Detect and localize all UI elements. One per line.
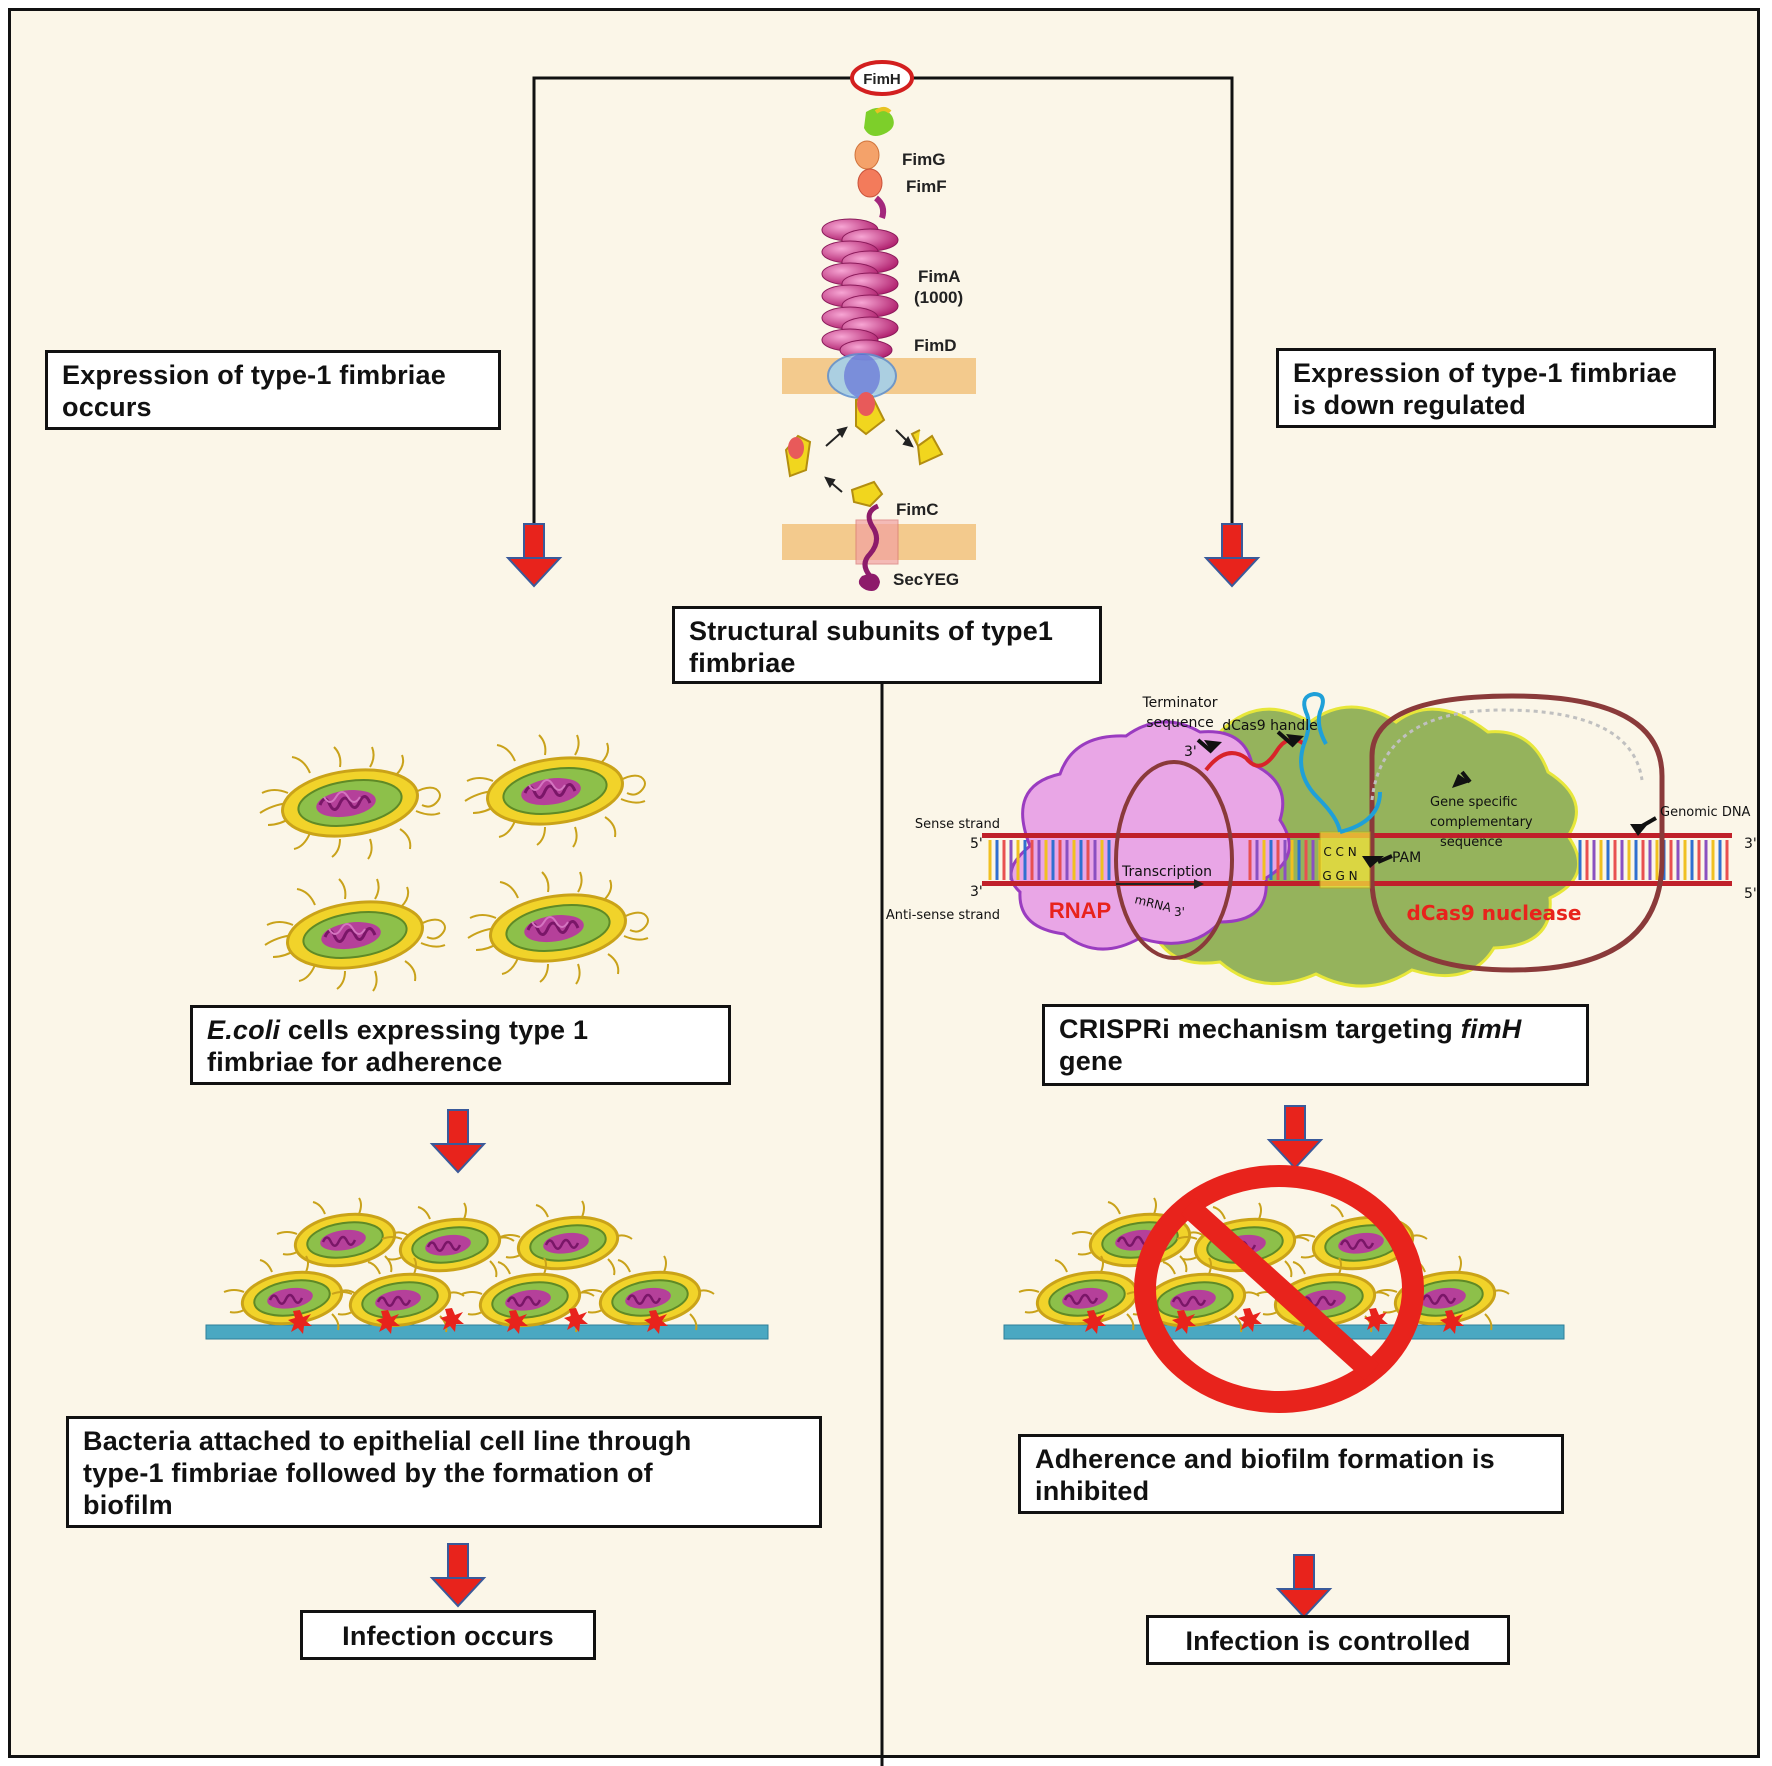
- dcas9-dna-loop: [1369, 693, 1665, 973]
- expression-occurs-line-1: Expression of type-1 fimbriae: [62, 360, 446, 390]
- five-prime-left-label: 5': [970, 836, 983, 852]
- ecoli-italic-text: E.coli: [207, 1015, 281, 1045]
- genomic-dna-label: Genomic DNA: [1660, 805, 1751, 820]
- bacteria-attached-line-3: biofilm: [83, 1490, 173, 1520]
- pam-label: PAM: [1392, 850, 1421, 866]
- prohibition-slash: [1180, 1197, 1380, 1381]
- expression-occurs-box: Expression of type-1 fimbriae occurs: [45, 350, 501, 430]
- infection-controlled-box: Infection is controlled: [1146, 1615, 1510, 1665]
- expression-downregulated-box: Expression of type-1 fimbriae is down re…: [1276, 348, 1716, 428]
- arrow-to-biofilm: [431, 1109, 485, 1173]
- three-prime-right-label: 3': [1744, 836, 1757, 852]
- arrow-left-expression: [507, 523, 561, 587]
- fimh-domain: [864, 107, 894, 136]
- crispri-line-1-start: CRISPRi mechanism targeting: [1059, 1014, 1461, 1044]
- expression-downregulated-line-1: Expression of type-1 fimbriae: [1293, 358, 1677, 388]
- secyeg-label: SecYEG: [893, 570, 959, 589]
- mrna-3-label: 3': [1174, 905, 1185, 919]
- ecoli-cells-group: [258, 733, 650, 993]
- ccn-label: C C N: [1323, 845, 1356, 859]
- dcas9-handle-label: dCas9 handle: [1222, 718, 1318, 734]
- structural-subunits-line-2: fimbriae: [689, 648, 796, 678]
- biofilm-cell: [498, 1199, 634, 1277]
- crispri-mechanism-box: CRISPRi mechanism targeting fimH gene: [1042, 1004, 1589, 1086]
- infection-occurs-text: Infection occurs: [342, 1621, 554, 1651]
- transcription-bubble: [1114, 760, 1234, 960]
- adherence-inhibited-line-2: inhibited: [1035, 1476, 1150, 1506]
- arrow-to-infection: [431, 1543, 485, 1607]
- fimbria-structure: [782, 107, 976, 591]
- prohibition-sign: [1134, 1165, 1424, 1413]
- bacteria-attached-line-2: type-1 fimbriae followed by the formatio…: [83, 1458, 653, 1488]
- fima-label: FimA: [918, 267, 961, 286]
- guide-rna: [1299, 743, 1342, 833]
- ecoli-cell: [263, 877, 447, 993]
- three-prime-left-label: 3': [970, 884, 983, 900]
- fimg-label: FimG: [902, 150, 945, 169]
- fimf-label: FimF: [906, 177, 947, 196]
- fima-helix: [821, 218, 899, 361]
- biofilm-left: [205, 1196, 769, 1340]
- rnap-label: RNAP: [1049, 898, 1111, 923]
- structural-subunits-line-1: Structural subunits of type1: [689, 616, 1054, 646]
- gene-specific-label-1: Gene specific: [1430, 795, 1518, 810]
- three-prime-top-label: 3': [1184, 744, 1197, 760]
- ecoli-cell: [463, 733, 647, 849]
- terminator-label-1: Terminator: [1141, 695, 1217, 711]
- gene-specific-label-2: complementary: [1430, 815, 1533, 830]
- expression-occurs-line-2: occurs: [62, 392, 152, 422]
- infection-occurs-box: Infection occurs: [300, 1610, 596, 1660]
- crispri-line-2: gene: [1059, 1046, 1123, 1076]
- connector-lines: [532, 76, 1234, 1766]
- gene-specific-label-3: sequence: [1440, 835, 1503, 850]
- five-prime-right-label: 5': [1744, 886, 1757, 902]
- arrow-to-controlled: [1277, 1554, 1331, 1618]
- fimh-oval: [850, 60, 914, 96]
- ggn-label: G G N: [1322, 869, 1357, 883]
- fimc-cycle: [784, 426, 944, 508]
- biofilm-cell: [275, 1196, 411, 1274]
- fimg-domain: [854, 140, 880, 170]
- sense-strand-label: Sense strand: [915, 817, 1000, 832]
- bacteria-attached-line-1: Bacteria attached to epithelial cell lin…: [83, 1426, 692, 1456]
- ecoli-line-2: fimbriae for adherence: [207, 1047, 503, 1077]
- structural-subunits-box: Structural subunits of type1 fimbriae: [672, 606, 1102, 684]
- pointer-arrows: [1196, 730, 1657, 868]
- expression-downregulated-line-2: is down regulated: [1293, 390, 1526, 420]
- fimc-label: FimC: [896, 500, 939, 519]
- biofilm-cell: [380, 1201, 516, 1279]
- antisense-strand-label: Anti-sense strand: [886, 908, 1000, 923]
- ecoli-cell: [258, 745, 442, 861]
- dcas9-nuclease-label: dCas9 nuclease: [1407, 901, 1582, 925]
- arrow-to-inhibited: [1268, 1105, 1322, 1169]
- crispri-diagram: [982, 691, 1732, 988]
- crispri-gene-italic: fimH: [1460, 1014, 1522, 1044]
- adherence-inhibited-line-1: Adherence and biofilm formation is: [1035, 1444, 1495, 1474]
- adherence-inhibited-box: Adherence and biofilm formation is inhib…: [1018, 1434, 1564, 1514]
- fima-count-label: (1000): [914, 288, 963, 307]
- bacteria-attached-box: Bacteria attached to epithelial cell lin…: [66, 1416, 822, 1528]
- dcas9-handle-loop: [1302, 691, 1328, 745]
- fimh-label: FimH: [863, 71, 901, 88]
- infection-controlled-text: Infection is controlled: [1185, 1626, 1471, 1656]
- transcription-label: Transcription: [1121, 864, 1212, 880]
- ecoli-cell: [466, 870, 650, 986]
- ecoli-line-1-rest: cells expressing type 1: [280, 1015, 589, 1045]
- fimf-domain: [857, 168, 883, 198]
- epithelial-surface: [205, 1324, 769, 1340]
- biofilm-right: [1003, 1165, 1565, 1413]
- arrow-right-expression: [1205, 523, 1259, 587]
- ecoli-cells-box: E.coli cells expressing type 1 fimbriae …: [190, 1005, 731, 1085]
- terminator-label-2: sequence: [1146, 715, 1213, 731]
- fimd-label: FimD: [914, 336, 957, 355]
